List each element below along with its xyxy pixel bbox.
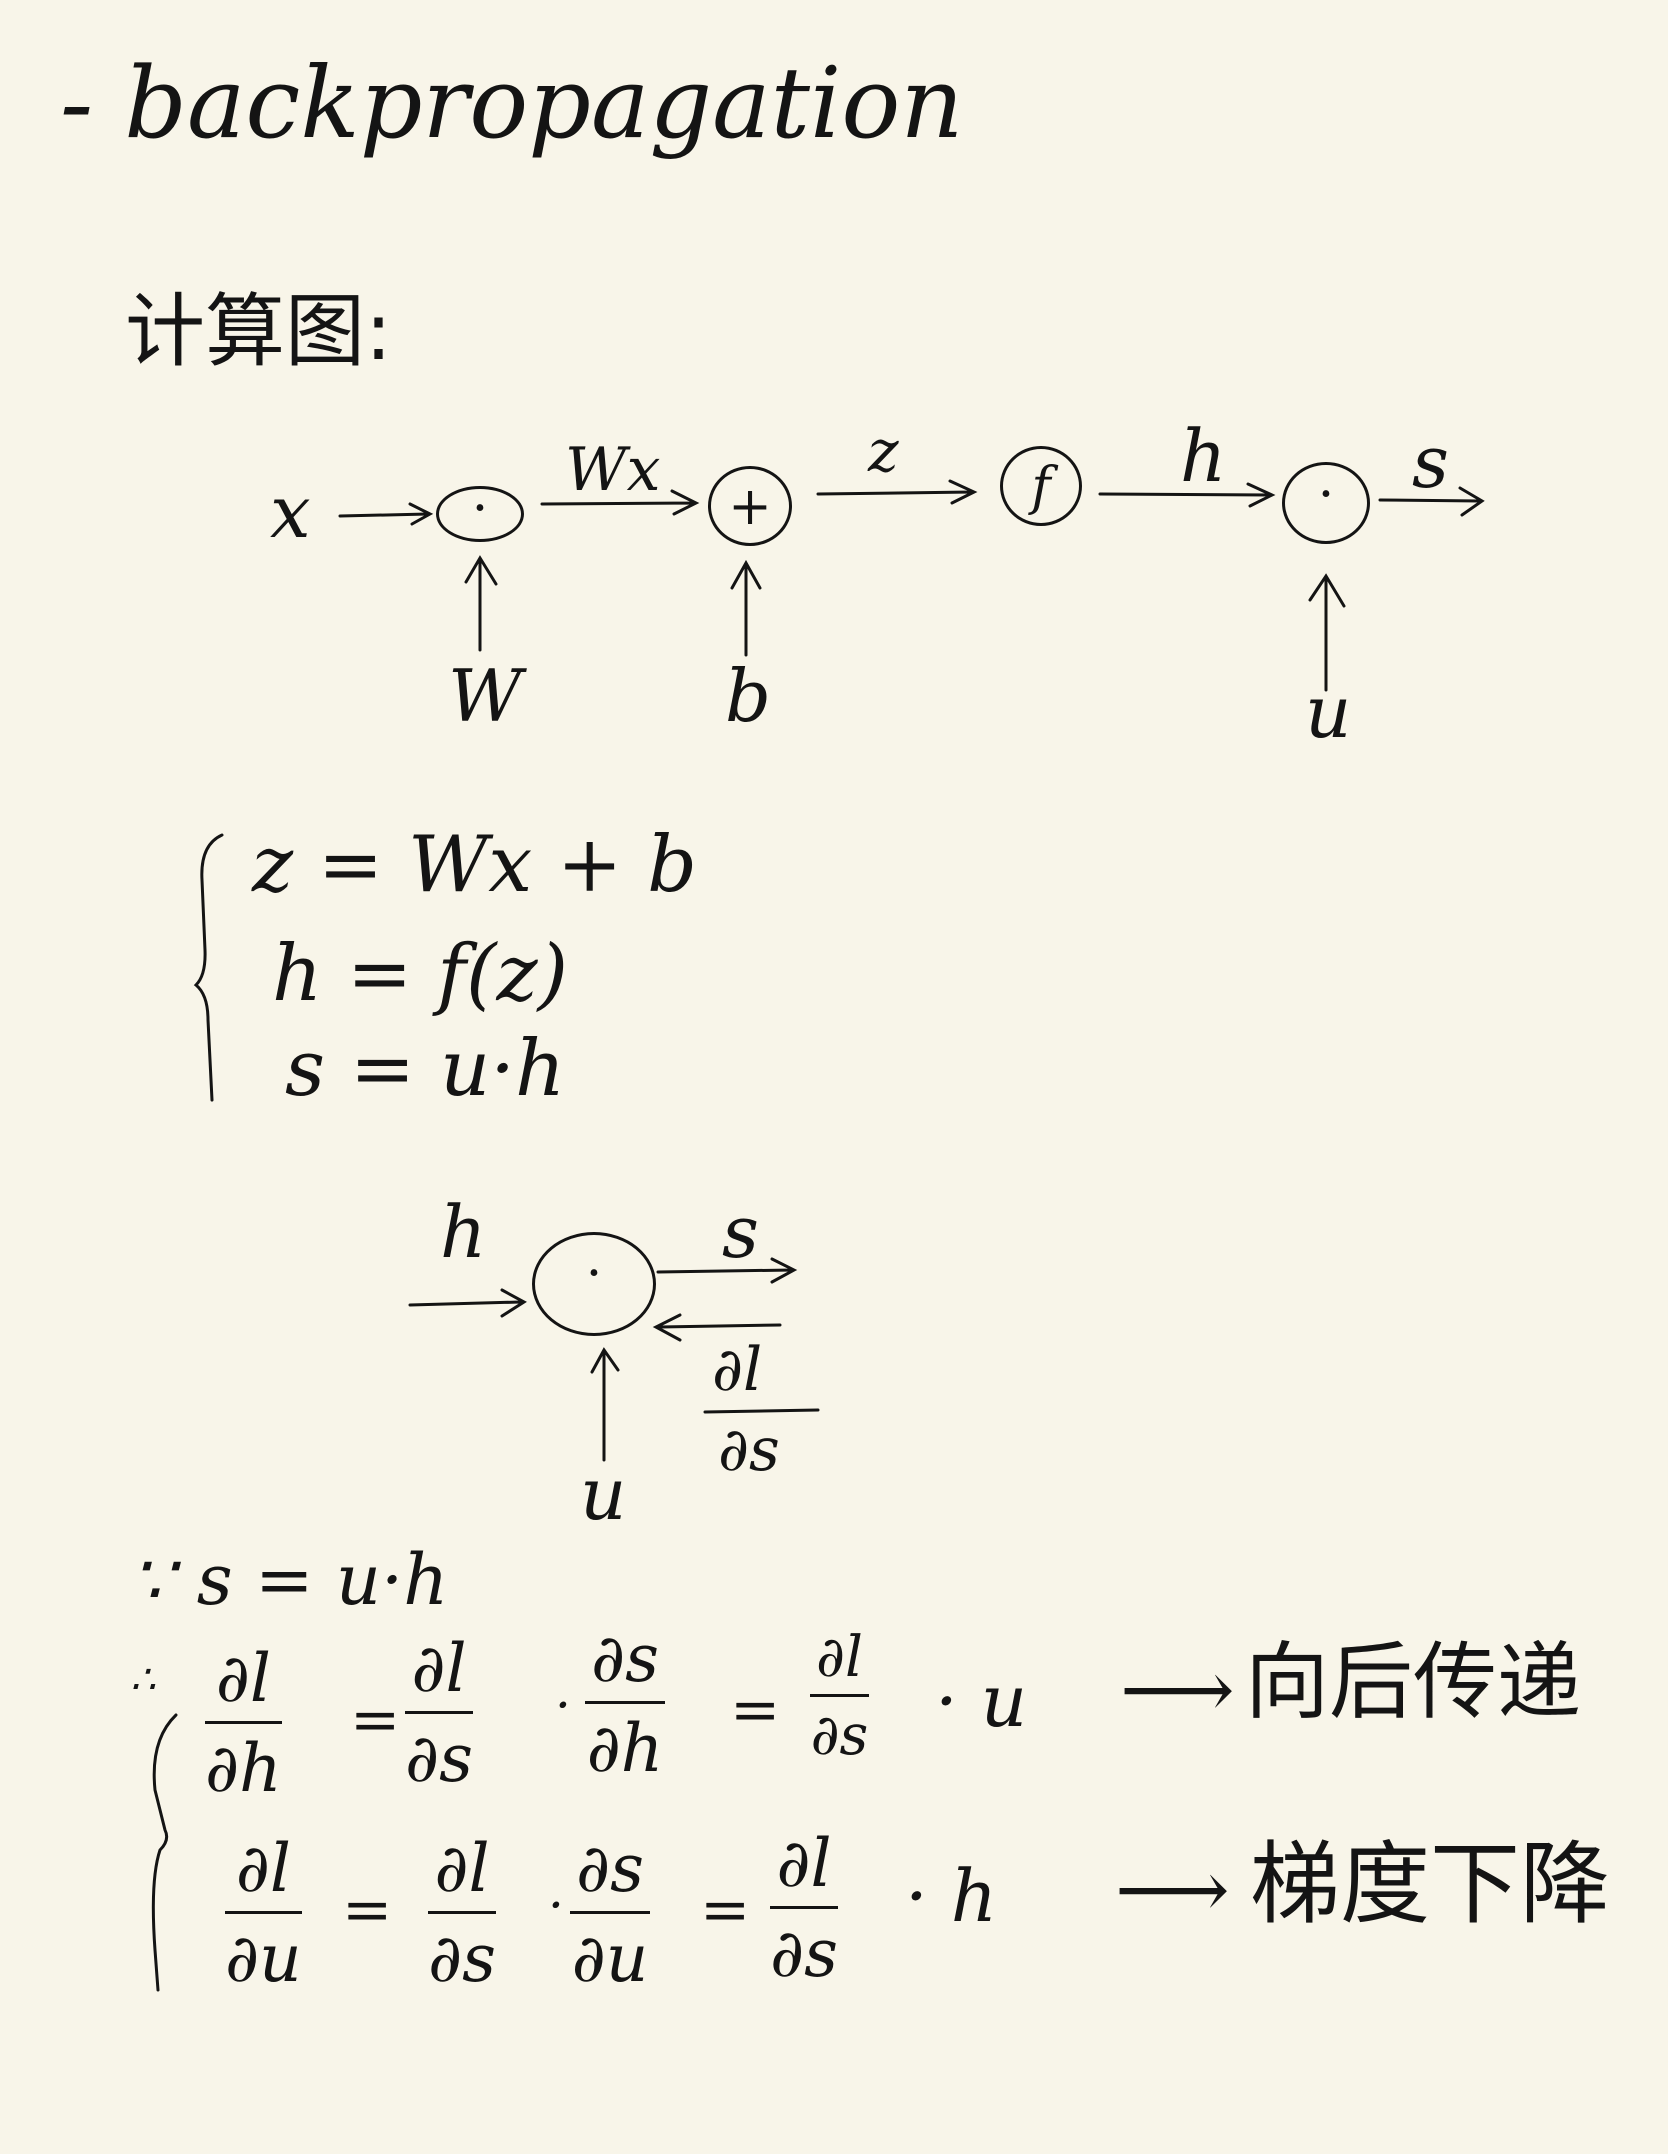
g2-node-dot: · (532, 1232, 656, 1336)
arrow-w-up (464, 555, 498, 652)
g2-grad-num: ∂l (712, 1335, 763, 1405)
d1-f1: ∂l∂s (405, 1630, 473, 1797)
label-h: h (1180, 414, 1227, 498)
arrow-grad-back (652, 1313, 782, 1342)
d1-lhs: ∂l∂h (205, 1640, 282, 1807)
node-mul: · (436, 479, 524, 542)
g2-label-u: u (580, 1452, 627, 1536)
d1-eq1: = (350, 1685, 401, 1755)
label-b: b (725, 654, 772, 738)
label-z: z (868, 417, 899, 485)
therefore-symbol: ∴ (130, 1657, 156, 1703)
d2-note: 梯度下降 (1250, 1832, 1610, 1937)
arrow-h-in (408, 1288, 527, 1318)
node-f: f (1000, 446, 1082, 526)
arrow-dot-to-s (1378, 486, 1485, 517)
label-wx: Wx (565, 435, 661, 505)
arrow-b-up (730, 559, 762, 657)
node-add: + (708, 466, 792, 546)
d2-dot: · (548, 1876, 564, 1934)
f-symbol: f (1031, 457, 1051, 518)
d2-eq1: = (342, 1875, 393, 1945)
g2-label-h: h (440, 1190, 487, 1274)
section-label: 计算图: (125, 285, 392, 378)
page-title: - backpropagation (60, 47, 964, 161)
d2-tail: · h (905, 1854, 998, 1938)
equation-h: h = f(z) (272, 929, 569, 1019)
dot-symbol: · (1317, 465, 1335, 526)
arrow-x-to-mul (338, 502, 434, 526)
arrow-mul-to-add (540, 489, 700, 516)
d2-f3: ∂l∂s (770, 1825, 838, 1992)
d1-f2: ∂s∂h (585, 1620, 665, 1787)
label-u: u (1305, 670, 1352, 754)
equation-z: z = Wx + b (252, 820, 698, 910)
mul-symbol: · (471, 479, 489, 539)
d2-f1: ∂l∂s (428, 1830, 496, 1997)
arrow-f-to-dot (1098, 482, 1276, 508)
d2-lhs: ∂l∂u (225, 1830, 302, 1997)
d1-dot: · (555, 1676, 571, 1734)
d2-arrow: ⟶ (1115, 1843, 1230, 1936)
label-s: s (1412, 420, 1449, 504)
arrow-u-up (1308, 573, 1346, 692)
add-symbol: + (728, 477, 772, 538)
d2-eq2: = (700, 1875, 751, 1945)
because-line: ∵ s = u·h (130, 1539, 449, 1621)
d1-f3: ∂l∂s (810, 1625, 869, 1768)
arrow-s-out (656, 1257, 798, 1284)
d1-eq2: = (730, 1675, 781, 1745)
d2-f2: ∂s∂u (570, 1830, 650, 1997)
arrow-add-to-f (816, 479, 978, 505)
node-dot: · (1282, 462, 1370, 544)
d1-note: 向后传递 (1245, 1633, 1582, 1731)
label-x: x (270, 470, 311, 554)
grad-fraction-bar (703, 1408, 820, 1414)
g2-label-s: s (722, 1190, 759, 1274)
label-w: W (448, 654, 523, 738)
equation-brace (193, 833, 224, 1102)
equation-s: s = u·h (285, 1024, 566, 1114)
arrow-u-in (590, 1347, 620, 1462)
g2-dot-symbol: · (585, 1244, 603, 1305)
d1-tail: · u (935, 1659, 1028, 1743)
g2-grad-den: ∂s (718, 1415, 780, 1485)
d1-arrow: ⟶ (1120, 1643, 1235, 1736)
derivation-brace (151, 1713, 178, 1992)
